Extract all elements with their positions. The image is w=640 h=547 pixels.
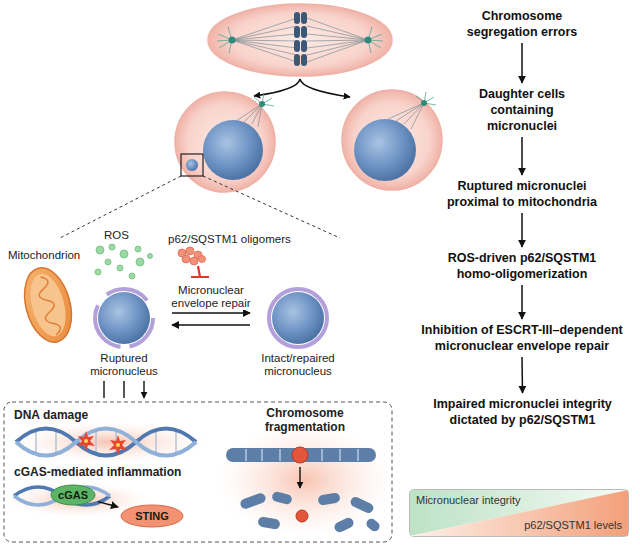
node-text: Chromosome segregation errors (452, 8, 592, 40)
flow-arrow (521, 137, 523, 175)
annotation-label: Chromosome fragmentation (255, 406, 355, 434)
flow-arrow (98, 502, 118, 507)
mitochondrion-shape (17, 263, 79, 348)
daughter-cell-right (342, 90, 442, 190)
levels-wedge: p62/SQSTM1 levels (410, 490, 628, 536)
node-text: STING (135, 510, 169, 523)
sting-oval: STING (120, 504, 184, 528)
annotation-label: Mitochondrion (8, 248, 80, 262)
outcome-arrows (104, 381, 144, 398)
gradient-bar-frame (410, 490, 629, 537)
annotation-label: p62/SQSTM1 oligomers (168, 232, 291, 246)
flow-step: Impaired micronuclei integrity dictated … (420, 396, 625, 428)
micronucleus-circle (78, 286, 170, 350)
node-text: Ruptured micronuclei proximal to mitocho… (432, 178, 612, 210)
node-text: Ruptured micronucleus (78, 352, 170, 378)
node-text: ROS-driven p62/SQSTM1 homo-oligomerizati… (427, 250, 617, 282)
ruptured-micronucleus: Ruptured micronucleus (78, 286, 170, 378)
edge-label: Micronuclear envelope repair (163, 284, 259, 310)
micronucleus-circle (252, 286, 344, 350)
dna-damage-helix (14, 422, 206, 462)
flow-step: Chromosome segregation errors (452, 8, 592, 40)
flow-arrow (172, 324, 250, 326)
flow-arrow (521, 357, 523, 393)
flow-arrow (521, 43, 523, 83)
zoom-lines (60, 176, 340, 238)
chromosome-fragmentation (217, 424, 393, 536)
node-text: Micronuclear integrity (416, 494, 521, 507)
division-arrows (254, 79, 350, 97)
node-text: p62/SQSTM1 levels (524, 519, 622, 532)
node-text: Daughter cells containing micronuclei (462, 86, 582, 134)
annotation-label: ROS (104, 228, 129, 242)
node-text: cGAS (58, 489, 88, 502)
intact-micronucleus: Intact/repaired micronucleus (252, 286, 344, 378)
annotation-label: cGAS-mediated inflammation (14, 465, 181, 479)
annotation-label: DNA damage (14, 408, 88, 422)
flow-arrow (521, 213, 523, 247)
flow-arrow (172, 312, 250, 314)
mitotic-cell (208, 4, 392, 76)
ros-dots (95, 244, 153, 279)
node-text: Inhibition of ESCRT-III–dependent micron… (411, 322, 633, 354)
flow-step: ROS-driven p62/SQSTM1 homo-oligomerizati… (427, 250, 617, 282)
node-text: Intact/repaired micronucleus (252, 352, 344, 378)
cgas-oval: cGAS (50, 484, 96, 506)
inhibition-mark (191, 266, 209, 277)
flow-step: Daughter cells containing micronuclei (462, 86, 582, 134)
flow-step: Inhibition of ESCRT-III–dependent micron… (411, 322, 633, 354)
flow-step: Ruptured micronuclei proximal to mitocho… (432, 178, 612, 210)
p62-oligomers (178, 247, 206, 265)
daughter-cell-left (175, 92, 275, 192)
node-text: Impaired micronuclei integrity dictated … (420, 396, 625, 428)
flow-arrow (521, 285, 523, 319)
outcome-panel (4, 402, 392, 542)
